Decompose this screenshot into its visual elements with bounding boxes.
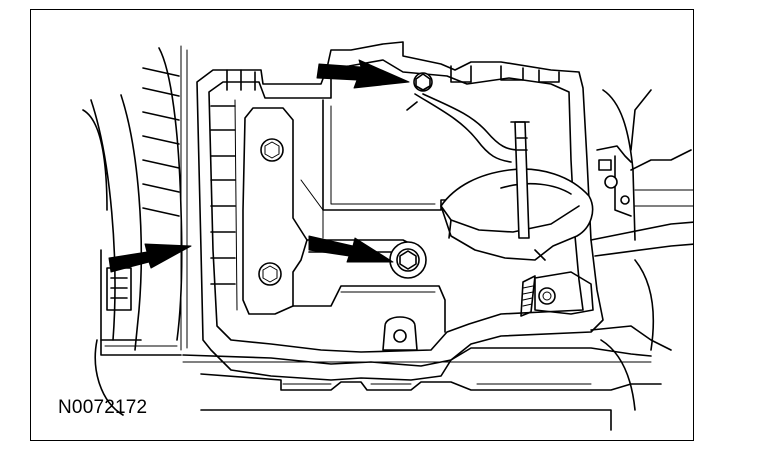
arrow-center-bolt: [308, 235, 394, 263]
figure-id-label: N0072172: [58, 397, 148, 418]
fin-row: [142, 67, 180, 217]
hex-bolt-lower-left: [258, 262, 282, 286]
upper-nut-with-cable: [406, 72, 520, 163]
left-fin-structure: [82, 45, 188, 416]
right-side-structure: [590, 89, 693, 411]
arrow-left-edge: [108, 243, 192, 273]
hex-bolt-upper-left: [260, 138, 284, 162]
arrow-upper-bolt: [316, 59, 410, 89]
lower-center-boss: [382, 316, 418, 351]
center-hold-down-bolt: [389, 241, 427, 279]
callout-arrow-icon: [108, 59, 410, 273]
battery-tray: [182, 41, 662, 431]
figure-frame: N0072172: [30, 9, 694, 441]
hold-down-clamp: [440, 121, 594, 317]
technical-line-drawing: [82, 41, 693, 431]
